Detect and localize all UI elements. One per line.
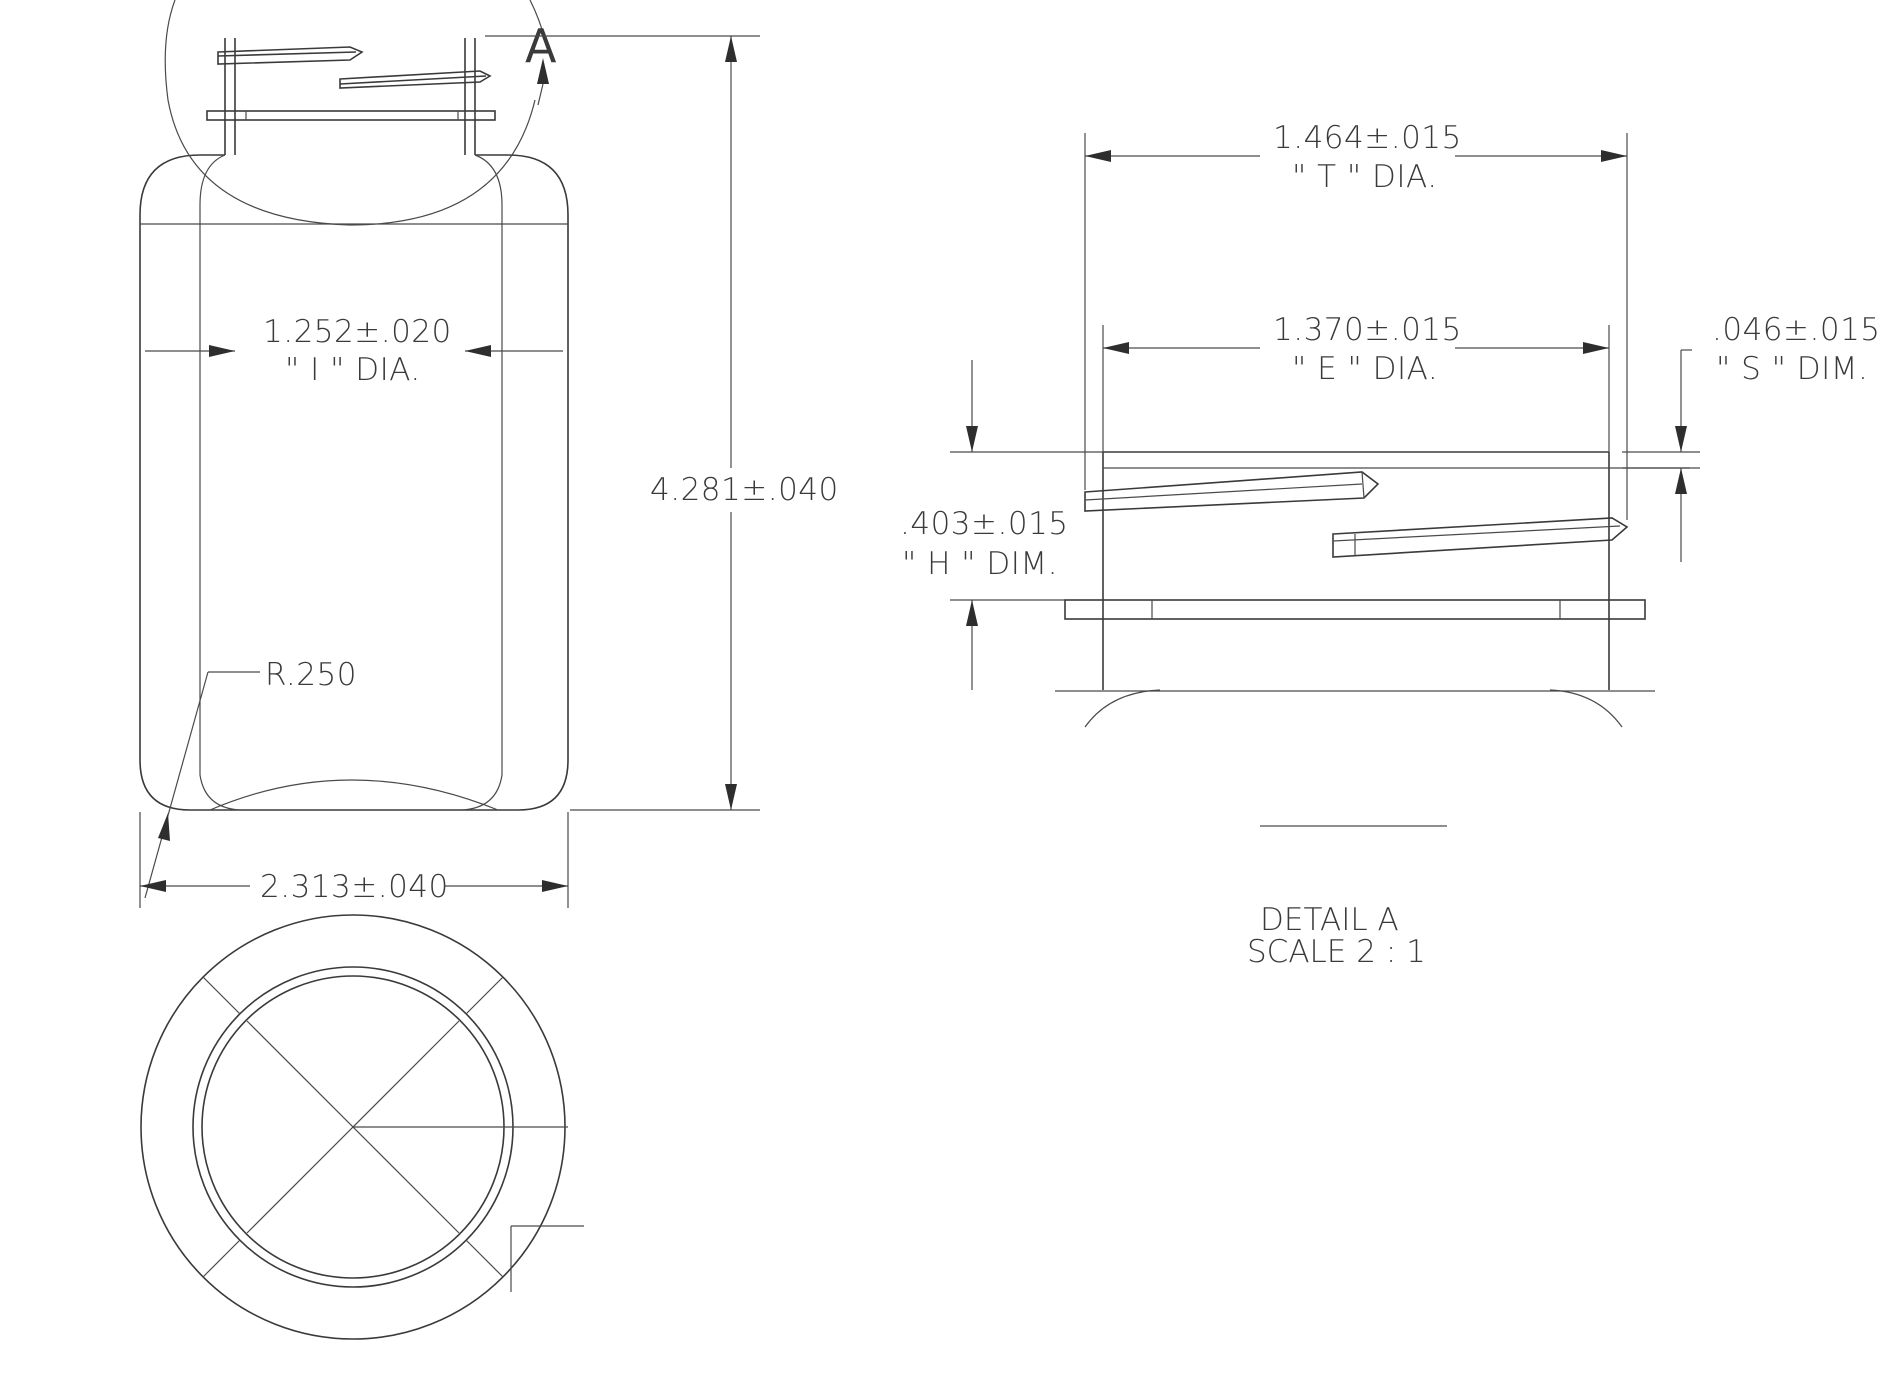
- inner-diameter-dimension: 1.252±.020 " I " DIA.: [145, 310, 563, 392]
- corner-radius-callout: R.250: [144, 657, 357, 899]
- t-diameter-label: " T " DIA.: [1292, 159, 1438, 195]
- detail-marker: A: [525, 19, 557, 106]
- h-dimension: .403±.015 " H " DIM.: [900, 360, 1103, 690]
- detail-title: DETAIL A: [1260, 902, 1399, 938]
- detail-marker-letter: A: [525, 19, 557, 73]
- h-dimension-label: " H " DIM.: [902, 546, 1058, 582]
- overall-width-dimension: 2.313±.040: [139, 812, 569, 908]
- h-dimension-value: .403±.015: [900, 506, 1069, 542]
- overall-height-dimension: 4.281±.040: [485, 35, 839, 811]
- corner-radius-value: R.250: [265, 657, 357, 693]
- detail-a-view: [1055, 451, 1690, 827]
- inner-diameter-value: 1.252±.020: [263, 314, 452, 350]
- e-diameter-value: 1.370±.015: [1273, 312, 1462, 348]
- t-diameter-dimension: 1.464±.015 " T " DIA.: [1084, 120, 1628, 520]
- e-diameter-label: " E " DIA.: [1292, 351, 1438, 387]
- t-diameter-value: 1.464±.015: [1273, 120, 1462, 156]
- e-diameter-dimension: 1.370±.015 " E " DIA.: [1102, 312, 1610, 452]
- s-dimension-label: " S " DIM.: [1716, 351, 1868, 387]
- inner-diameter-label: " I " DIA.: [285, 352, 421, 388]
- detail-scale: SCALE 2 : 1: [1247, 934, 1426, 970]
- s-dimension-value: .046±.015: [1712, 312, 1881, 348]
- overall-width-value: 2.313±.040: [260, 869, 449, 905]
- bottle-bottom-view: [140, 914, 584, 1340]
- bottle-side-view: [139, 0, 569, 811]
- s-dimension: .046±.015 " S " DIM.: [1622, 312, 1881, 562]
- overall-height-value: 4.281±.040: [650, 472, 839, 508]
- detail-title-block: DETAIL A SCALE 2 : 1: [1247, 902, 1426, 970]
